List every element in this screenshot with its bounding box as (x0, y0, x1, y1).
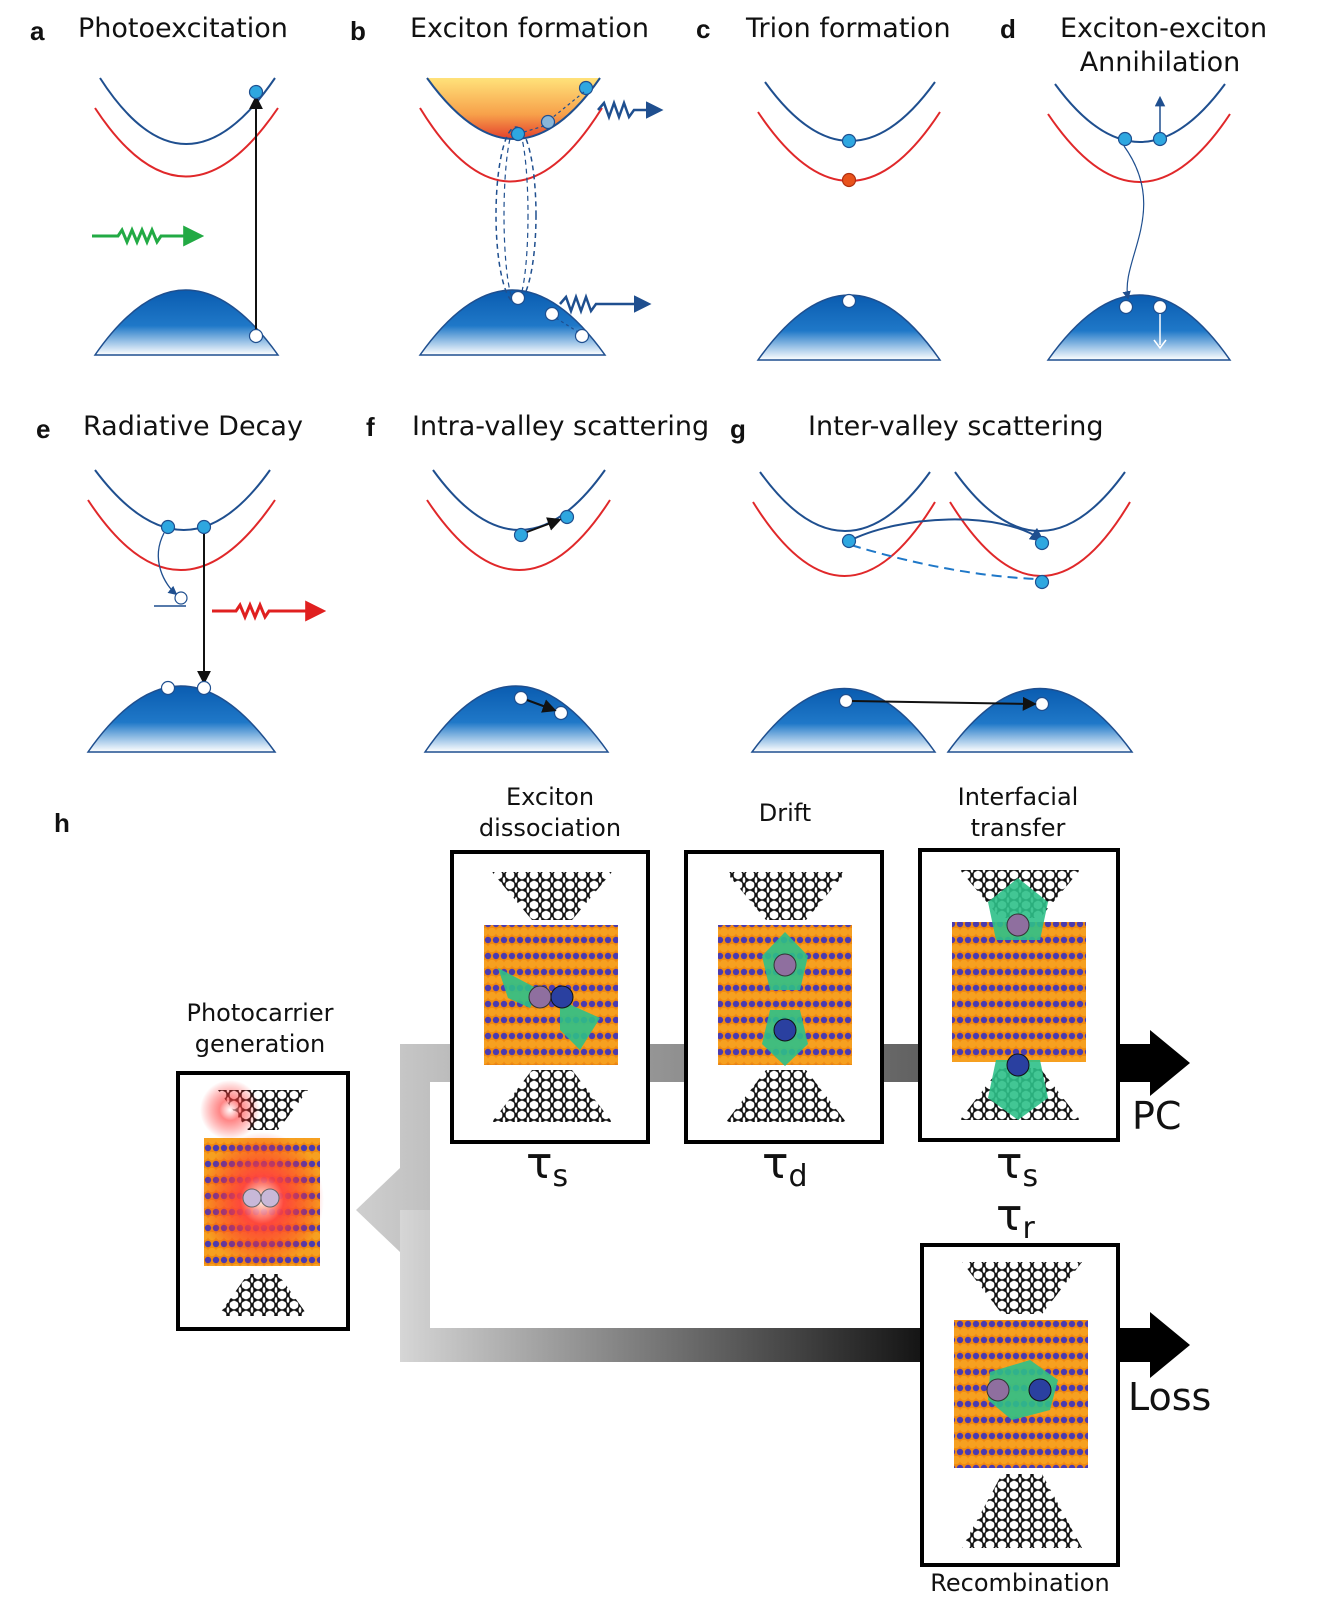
panel-title-g: Inter-valley scattering (808, 411, 1104, 442)
panel-title-e: Radiative Decay (83, 411, 303, 442)
panel-title-a: Photoexcitation (78, 13, 288, 44)
panel-e-diagram (86, 469, 327, 753)
panel-f-diagram (423, 469, 611, 753)
stage-box-transfer (918, 848, 1120, 1142)
panel-label-g: g (730, 414, 746, 444)
panel-g-diagram (750, 471, 1134, 753)
panel-label-f: f (366, 412, 375, 442)
panel-title-c: Trion formation (746, 13, 951, 44)
photon-red-icon (212, 600, 327, 622)
tau-dissociation: τs (526, 1138, 569, 1194)
panel-label-d: d (1000, 14, 1016, 44)
output-label-pc: PC (1132, 1094, 1182, 1138)
panel-title-d-line2: Annihilation (1079, 47, 1241, 78)
electron-dot (248, 84, 264, 100)
panel-label-e: e (36, 414, 51, 444)
hole-dot (248, 328, 264, 344)
stage-label-recombination: Recombination (930, 1569, 1110, 1597)
tau-drift: τd (762, 1138, 808, 1194)
panel-label-c: c (696, 14, 711, 44)
panel-title-f: Intra-valley scattering (412, 411, 710, 442)
panel-d-diagram (1046, 83, 1232, 361)
phonon-emission-icon (559, 293, 652, 315)
stage-box-generation (176, 1071, 350, 1331)
panel-a-diagram (92, 77, 280, 356)
stage-label-drift: Drift (758, 799, 812, 827)
photon-green-icon (92, 225, 205, 247)
panel-label-a: a (30, 16, 45, 46)
stage-box-dissociation (450, 850, 650, 1144)
panel-label-h: h (54, 808, 70, 838)
tau-transfer-r: τr (996, 1190, 1035, 1246)
trion-charge-dot (841, 172, 857, 188)
panel-b-diagram (418, 77, 664, 356)
panel-title-b: Exciton formation (410, 13, 649, 44)
arrow-loss-icon (1120, 1312, 1190, 1378)
photon-emission-icon (597, 99, 664, 121)
stage-box-drift (684, 850, 884, 1144)
stage-box-recombination (920, 1243, 1120, 1567)
output-label-loss: Loss (1128, 1375, 1212, 1419)
panel-c-diagram (756, 81, 942, 361)
panel-title-d-line1: Exciton-exciton (1060, 13, 1268, 44)
tau-transfer-s: τs (996, 1138, 1039, 1194)
arrow-pc-icon (1120, 1030, 1190, 1096)
panel-label-b: b (350, 16, 366, 46)
